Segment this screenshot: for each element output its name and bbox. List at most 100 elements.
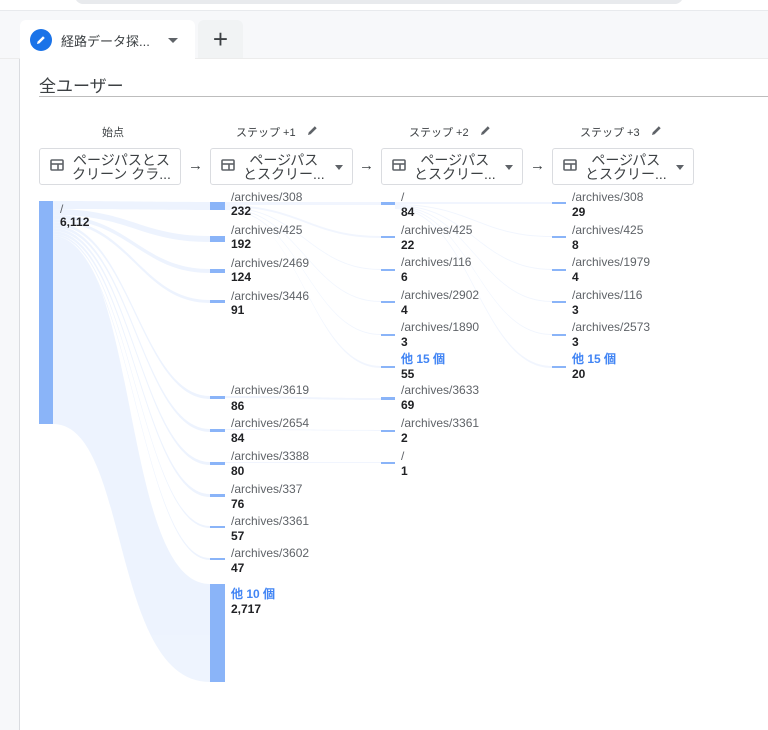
node-value: 84 [401, 205, 415, 219]
table-icon [50, 158, 64, 176]
node-bar[interactable] [552, 334, 566, 336]
column-header-start: 始点 [102, 124, 124, 140]
node-value: 4 [401, 303, 408, 317]
node-bar[interactable] [210, 494, 225, 497]
node-value: 2 [401, 431, 408, 445]
node-label: /archives/3633 [401, 383, 480, 397]
node-label: /archives/3388 [231, 449, 310, 463]
column-header-step2: ステップ +2 [409, 124, 492, 140]
edit-pencil-icon[interactable] [479, 124, 492, 140]
column-header-step1: ステップ +1 [236, 124, 319, 140]
chevron-down-icon [676, 165, 684, 170]
node-bar-more[interactable] [381, 366, 395, 368]
node-bar[interactable] [381, 236, 395, 238]
arrow-right-icon: → [359, 157, 374, 174]
node-bar[interactable] [381, 301, 395, 303]
more-nodes-link[interactable]: 他 10 個 [231, 587, 276, 601]
column-header-step3: ステップ +3 [580, 124, 663, 140]
node-bar[interactable] [552, 236, 566, 238]
node-value: 6 [401, 270, 408, 284]
node-value: 69 [401, 398, 415, 412]
more-nodes-link[interactable]: 他 15 個 [401, 352, 446, 366]
node-bar[interactable] [210, 300, 225, 303]
node-bar[interactable] [210, 429, 225, 432]
chevron-down-icon[interactable] [167, 37, 178, 43]
column-header-label: 始点 [102, 127, 124, 139]
edit-pencil-icon[interactable] [306, 124, 319, 140]
node-bar[interactable] [381, 430, 395, 432]
node-bar[interactable] [381, 397, 395, 400]
node-bar[interactable] [210, 526, 225, 528]
node-label: /archives/425 [572, 223, 644, 237]
column-header-label: ステップ +1 [236, 127, 296, 139]
tab-path-exploration[interactable]: 経路データ探... [20, 20, 195, 60]
node-bar[interactable] [210, 558, 225, 560]
node-value: 22 [401, 238, 415, 252]
node-bar[interactable] [552, 202, 566, 204]
node-label: /archives/116 [572, 288, 643, 302]
node-bar-start[interactable] [39, 201, 53, 424]
node-value: 3 [401, 335, 408, 349]
node-bar[interactable] [381, 334, 395, 336]
node-value: 6,112 [60, 215, 90, 229]
node-value: 86 [231, 399, 245, 413]
chevron-down-icon [505, 165, 513, 170]
node-bar-more[interactable] [210, 584, 225, 682]
node-value: 76 [231, 497, 245, 511]
node-label: /archives/425 [231, 223, 303, 237]
dimension-label: ページパスとスクリー... [585, 151, 667, 182]
arrow-right-icon: → [530, 157, 545, 174]
node-bar[interactable] [381, 462, 395, 464]
node-bar[interactable] [210, 202, 225, 210]
node-value: 1 [401, 464, 408, 478]
table-icon [392, 158, 406, 176]
node-bar[interactable] [210, 236, 225, 242]
node-value: 3 [572, 303, 579, 317]
node-bar-more[interactable] [552, 366, 566, 368]
node-label: /archives/3361 [231, 514, 310, 528]
column-header-label: ステップ +2 [409, 127, 469, 139]
top-search-bar[interactable] [75, 0, 683, 4]
node-value: 84 [231, 431, 245, 445]
node-bar[interactable] [210, 269, 225, 273]
pencil-icon [30, 29, 52, 51]
node-label: /archives/3361 [401, 416, 480, 430]
node-label: /archives/425 [401, 223, 473, 237]
more-nodes-link[interactable]: 他 15 個 [572, 352, 617, 366]
node-label: /archives/3446 [231, 289, 310, 303]
node-label: /archives/2654 [231, 416, 310, 430]
add-tab-button[interactable]: + [198, 20, 243, 58]
segment-label[interactable]: 全ユーザー [39, 77, 124, 96]
dimension-select-step1[interactable]: ページパスとスクリー... [210, 148, 353, 185]
node-label: /archives/1979 [572, 255, 651, 269]
node-bar[interactable] [552, 269, 566, 271]
node-value: 47 [231, 561, 245, 575]
table-icon [563, 158, 577, 176]
node-bar[interactable] [210, 396, 225, 399]
node-bar[interactable] [552, 301, 566, 303]
node-label: /archives/3619 [231, 383, 310, 397]
node-value: 232 [231, 204, 252, 218]
node-label: /archives/1890 [401, 320, 480, 334]
table-icon [221, 158, 235, 176]
dimension-select-step2[interactable]: ページパスとスクリー... [381, 148, 523, 185]
node-value: 91 [231, 303, 245, 317]
node-bar[interactable] [210, 462, 225, 465]
dimension-label: ページパスとスクリー... [414, 151, 496, 182]
node-value: 4 [572, 270, 579, 284]
node-value: 29 [572, 205, 586, 219]
dimension-select-start[interactable]: ページパスとスクリーン クラ... [39, 148, 181, 185]
edit-pencil-icon[interactable] [650, 124, 663, 140]
dimension-select-step3[interactable]: ページパスとスクリー... [552, 148, 694, 185]
node-bar[interactable] [381, 269, 395, 271]
node-value: 80 [231, 464, 245, 478]
node-bar[interactable] [381, 202, 395, 205]
node-label: /archives/116 [401, 255, 472, 269]
node-value: 20 [572, 367, 586, 381]
arrow-right-icon: → [188, 157, 203, 174]
segment-underline [39, 96, 768, 97]
node-value: 3 [572, 335, 579, 349]
node-label: / [60, 202, 64, 216]
column-header-label: ステップ +3 [580, 127, 640, 139]
